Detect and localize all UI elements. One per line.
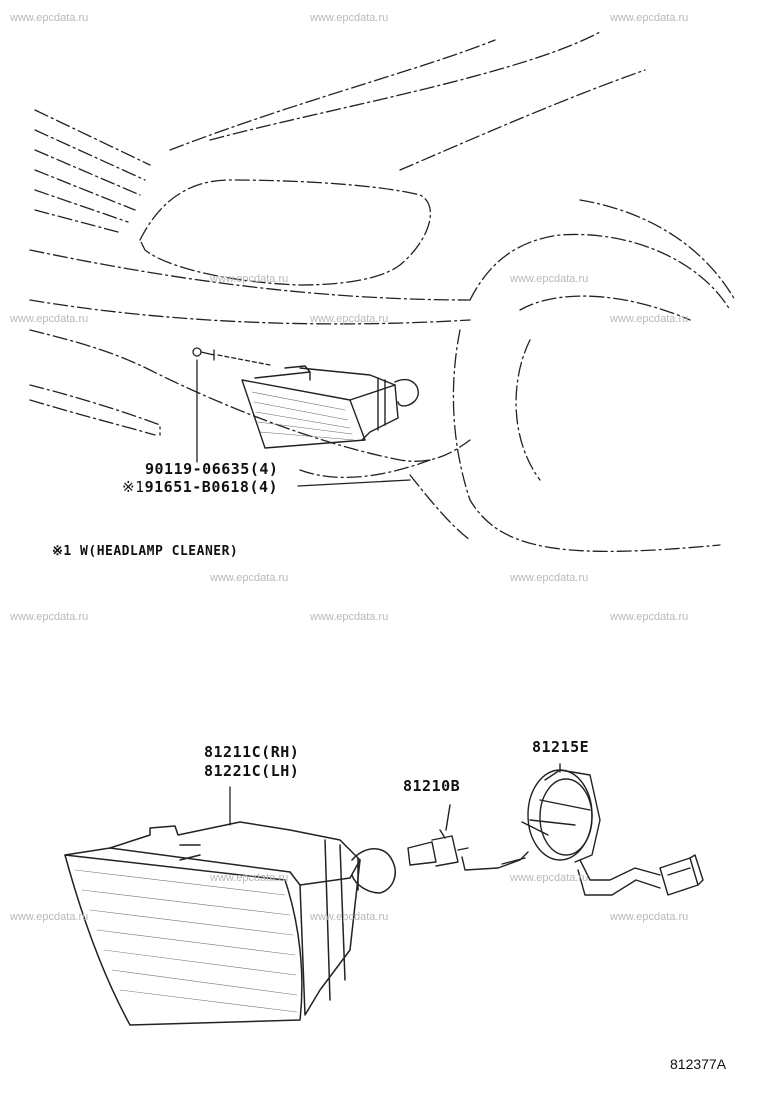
- note-prefix: ※1 W: [52, 544, 89, 559]
- note-text: (HEADLAMP CLEANER): [88, 544, 239, 559]
- watermark: www.epcdata.ru: [310, 911, 389, 923]
- watermark: www.epcdata.ru: [310, 611, 389, 623]
- watermark: www.epcdata.ru: [310, 12, 389, 24]
- watermark: www.epcdata.ru: [510, 273, 589, 285]
- callout-fog-lamp-rh[interactable]: 81211C(RH): [204, 743, 300, 761]
- watermark: www.epcdata.ru: [610, 611, 689, 623]
- watermark: www.epcdata.ru: [210, 273, 289, 285]
- callout-bulb-81210b[interactable]: 81210B: [403, 777, 461, 795]
- watermark: www.epcdata.ru: [210, 572, 289, 584]
- figure-reference: 812377A: [670, 1056, 727, 1072]
- callout-bolt-91651-text: 91651-B0618(4): [144, 478, 279, 496]
- watermark: www.epcdata.ru: [610, 911, 689, 923]
- callout-bolt-90119[interactable]: 90119-06635(4): [145, 460, 279, 478]
- bulb: [407, 804, 529, 871]
- callout-bolt-91651[interactable]: ※191651-B0618(4): [122, 478, 278, 496]
- watermark: www.epcdata.ru: [610, 12, 689, 24]
- callout-socket-81215e[interactable]: 81215E: [532, 738, 590, 756]
- watermark: www.epcdata.ru: [210, 872, 289, 884]
- watermark: www.epcdata.ru: [510, 572, 589, 584]
- fog-lamp-large: [64, 821, 396, 1026]
- watermark: www.epcdata.ru: [510, 872, 589, 884]
- headlamp-cleaner-note: ※1 W(HEADLAMP CLEANER): [52, 544, 238, 559]
- socket: [521, 763, 704, 896]
- watermark: www.epcdata.ru: [610, 313, 689, 325]
- watermark: www.epcdata.ru: [310, 313, 389, 325]
- watermark: www.epcdata.ru: [10, 611, 89, 623]
- note-marker: ※1: [122, 478, 145, 496]
- car-body-outline: [29, 31, 736, 553]
- bolt-small: [192, 347, 271, 366]
- callout-fog-lamp-lh[interactable]: 81221C(LH): [204, 762, 300, 780]
- watermark: www.epcdata.ru: [10, 12, 89, 24]
- watermark: www.epcdata.ru: [10, 313, 89, 325]
- watermark: www.epcdata.ru: [10, 911, 89, 923]
- fog-lamp-small: [241, 365, 419, 449]
